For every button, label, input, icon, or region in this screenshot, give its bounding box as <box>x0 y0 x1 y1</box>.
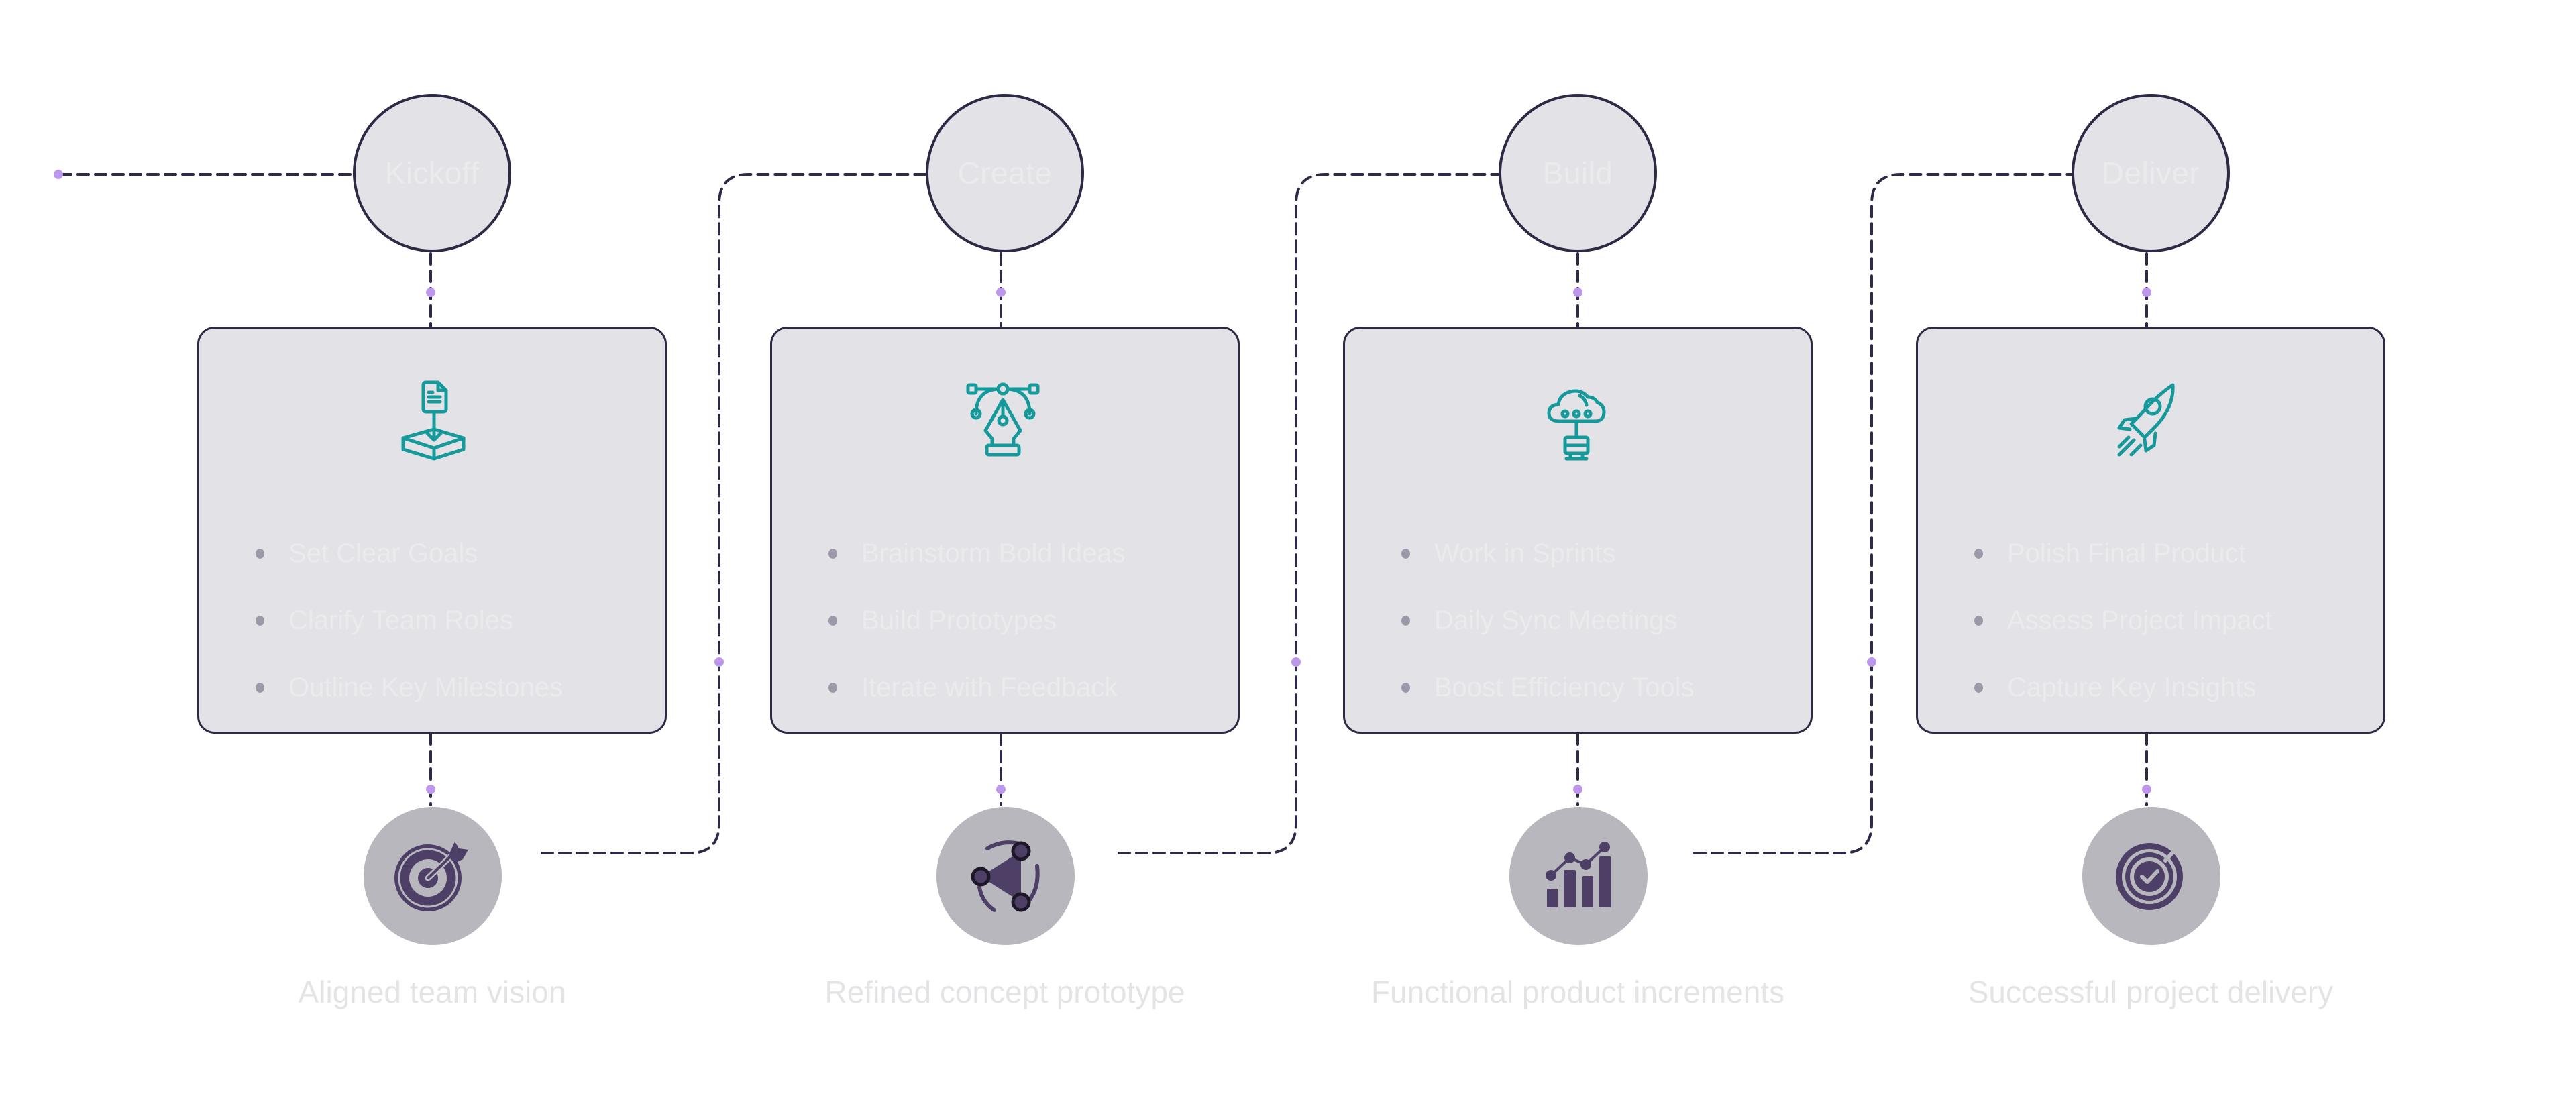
stage-create: Create Brainstorm Bold Ideas Build Proto… <box>770 0 1240 1108</box>
task-item: Set Clear Goals <box>256 520 563 587</box>
task-item: Work in Sprints <box>1401 520 1695 587</box>
outcome-label: Refined concept prototype <box>824 975 1185 1009</box>
task-text: Boost Efficiency Tools <box>1434 672 1695 702</box>
stage-card: Set Clear Goals Clarify Team Roles Outli… <box>197 327 667 734</box>
stage-card: Brainstorm Bold Ideas Build Prototypes I… <box>770 327 1240 734</box>
bullet-icon <box>256 682 264 693</box>
network-triangle-icon <box>971 840 1040 912</box>
bullet-icon <box>1974 615 1983 626</box>
target-arrow-icon <box>394 842 468 911</box>
phase-label: Deliver <box>2101 156 2200 190</box>
task-item: Clarify Team Roles <box>256 587 563 654</box>
connector-dot <box>2142 288 2151 297</box>
connector-dot <box>996 288 1006 297</box>
bullet-icon <box>828 615 837 626</box>
task-text: Polish Final Product <box>2007 538 2246 568</box>
cloud-computing-icon <box>1547 389 1606 461</box>
task-text: Assess Project Impact <box>2007 605 2273 635</box>
connector-dot <box>426 785 435 794</box>
phase-circle: Create <box>926 94 1084 252</box>
connector-dot <box>1573 288 1582 297</box>
bullet-icon <box>1974 548 1983 559</box>
bullet-icon <box>828 682 837 693</box>
connector-dot <box>54 170 63 179</box>
task-item: Brainstorm Bold Ideas <box>828 520 1126 587</box>
connector-dot <box>714 657 724 667</box>
document-deploy-icon <box>401 380 466 461</box>
task-text: Set Clear Goals <box>288 538 478 568</box>
bullet-icon <box>1401 615 1410 626</box>
outcome-circle <box>936 807 1075 945</box>
phase-circle: Build <box>1499 94 1657 252</box>
task-item: Build Prototypes <box>828 587 1126 654</box>
task-text: Iterate with Feedback <box>861 672 1118 702</box>
phase-label: Create <box>957 156 1053 190</box>
bullet-icon <box>256 548 264 559</box>
task-item: Iterate with Feedback <box>828 654 1126 721</box>
outcome-label: Aligned team vision <box>298 975 566 1009</box>
task-text: Daily Sync Meetings <box>1434 605 1678 635</box>
outcome-label: Functional product increments <box>1371 975 1785 1009</box>
connector-dot <box>1573 785 1582 794</box>
outcome-circle <box>364 807 502 945</box>
task-text: Build Prototypes <box>861 605 1057 635</box>
pen-tool-icon <box>966 382 1040 457</box>
phase-label: Build <box>1542 156 1613 190</box>
connector-dot <box>2142 785 2151 794</box>
task-text: Clarify Team Roles <box>288 605 513 635</box>
connector-3-4 <box>1693 173 2074 854</box>
task-list: Brainstorm Bold Ideas Build Prototypes I… <box>828 520 1126 721</box>
bullet-icon <box>1401 548 1410 559</box>
task-text: Capture Key Insights <box>2007 672 2257 702</box>
stage-card: Work in Sprints Daily Sync Meetings Boos… <box>1343 327 1813 734</box>
task-item: Polish Final Product <box>1974 520 2273 587</box>
connector-2-3 <box>1118 173 1501 854</box>
outcome-circle <box>1509 807 1648 945</box>
growth-chart-icon <box>1546 842 1611 907</box>
connector-dot <box>1291 657 1301 667</box>
task-item: Boost Efficiency Tools <box>1401 654 1695 721</box>
stage-deliver: Deliver Polish Final Product Assess Proj… <box>1916 0 2385 1108</box>
phase-label: Kickoff <box>384 156 480 190</box>
task-text: Outline Key Milestones <box>288 672 564 702</box>
outcome-circle <box>2082 807 2220 945</box>
bullet-icon <box>1974 682 1983 693</box>
task-item: Daily Sync Meetings <box>1401 587 1695 654</box>
bullet-icon <box>1401 682 1410 693</box>
task-list: Work in Sprints Daily Sync Meetings Boos… <box>1401 520 1695 721</box>
phase-circle: Deliver <box>2072 94 2230 252</box>
task-item: Capture Key Insights <box>1974 654 2273 721</box>
stage-build: Build Work in Sprints Daily Sync Meeting… <box>1343 0 1813 1108</box>
task-text: Brainstorm Bold Ideas <box>861 538 1126 568</box>
target-check-icon <box>2116 842 2183 910</box>
connector-dot <box>426 288 435 297</box>
bullet-icon <box>828 548 837 559</box>
phase-circle: Kickoff <box>353 94 511 252</box>
task-list: Polish Final Product Assess Project Impa… <box>1974 520 2273 721</box>
connector-dot <box>996 785 1006 794</box>
stage-kickoff: Kickoff Set Clear Goals Clarify Team Rol… <box>197 0 667 1108</box>
rocket-icon <box>2117 383 2175 457</box>
connector-dot <box>1867 657 1876 667</box>
task-item: Outline Key Milestones <box>256 654 563 721</box>
bullet-icon <box>256 615 264 626</box>
stage-card: Polish Final Product Assess Project Impa… <box>1916 327 2385 734</box>
task-item: Assess Project Impact <box>1974 587 2273 654</box>
outcome-label: Successful project delivery <box>1968 975 2334 1009</box>
task-text: Work in Sprints <box>1434 538 1616 568</box>
connector-1-2 <box>541 173 928 854</box>
task-list: Set Clear Goals Clarify Team Roles Outli… <box>256 520 563 721</box>
